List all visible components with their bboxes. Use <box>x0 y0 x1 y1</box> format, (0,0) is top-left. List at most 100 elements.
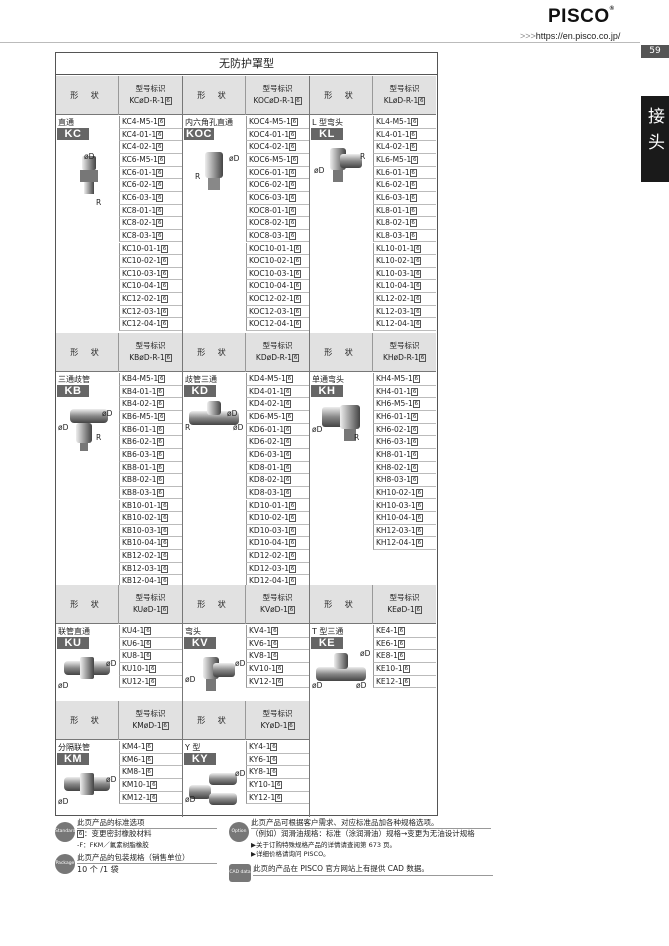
site-url[interactable]: >>>https://en.pisco.co.jp/ <box>520 31 621 41</box>
